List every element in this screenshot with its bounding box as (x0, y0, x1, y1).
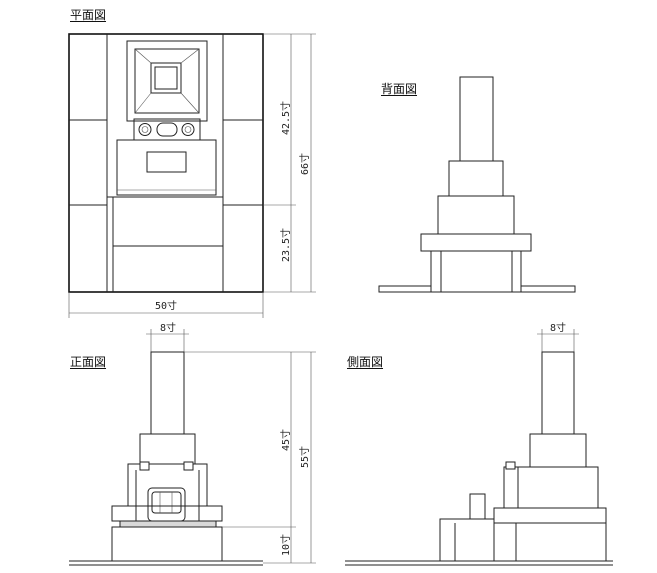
plan-view: 42.5寸 66寸 23.5寸 50寸 (68, 33, 316, 318)
front-view-title: 正面図 (70, 355, 107, 369)
plan-outline (68, 33, 264, 293)
terminal-screw-left (138, 123, 152, 136)
side-shaft (541, 351, 575, 435)
front-connector (147, 487, 186, 522)
back-shaft (459, 76, 494, 162)
plan-housing (126, 40, 208, 122)
dim-front-base: 10寸 (279, 534, 292, 556)
dim-front-shaft: 8寸 (160, 321, 176, 334)
dim-front-upper: 45寸 (279, 429, 292, 451)
dim-front-total: 55寸 (298, 446, 311, 468)
dim-plan-width: 50寸 (155, 299, 177, 312)
front-shaft (150, 351, 185, 435)
dim-side-shaft: 8寸 (550, 321, 566, 334)
dim-plan-lower: 23.5寸 (279, 228, 292, 262)
plan-window (146, 151, 187, 173)
terminal-connector (156, 122, 178, 137)
terminal-screw-right (181, 123, 195, 136)
back-view-title: 背面図 (381, 82, 418, 96)
plan-view-title: 平面図 (70, 8, 107, 22)
side-view: 8寸 (345, 321, 613, 566)
side-view-title: 側面図 (347, 355, 384, 369)
back-view (378, 76, 576, 293)
side-terminal (469, 493, 486, 520)
dim-plan-total: 66寸 (298, 153, 311, 175)
dim-plan-upper: 42.5寸 (279, 101, 292, 135)
front-view: 8寸 45寸 55寸 10寸 (69, 321, 316, 566)
